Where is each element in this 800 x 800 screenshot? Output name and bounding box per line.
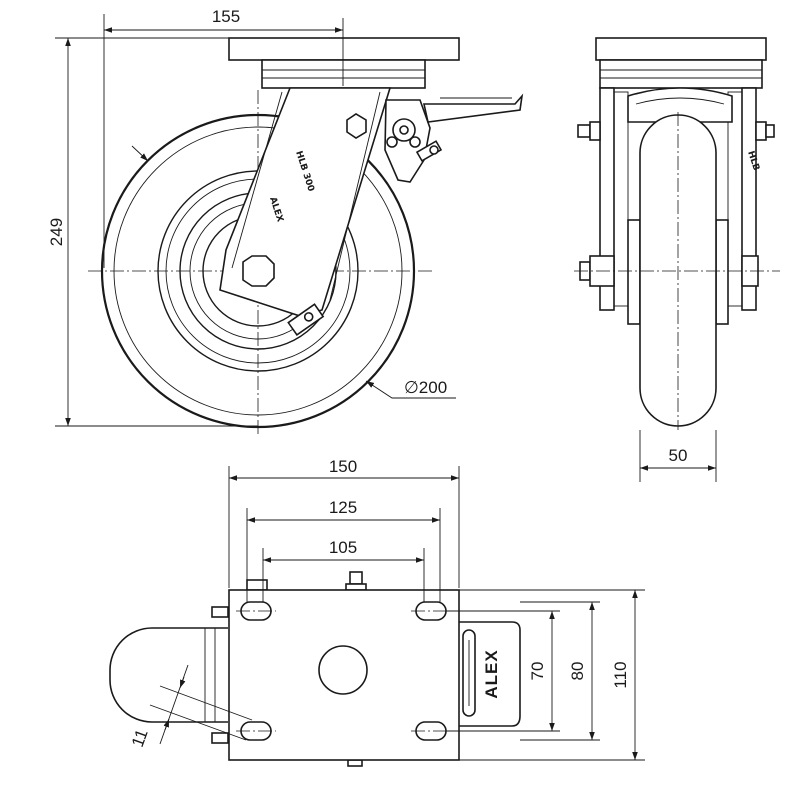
dim-11-label: 11 <box>128 727 152 750</box>
dia-leader <box>365 380 456 399</box>
dim-diameter-label: ∅200 <box>404 378 447 397</box>
dia-leader-top <box>131 145 149 162</box>
dim-155-label: 155 <box>212 7 240 26</box>
side-view: HLB 300 ALEX 155 249 ∅200 <box>47 7 524 436</box>
dim-150-label: 150 <box>329 457 357 476</box>
top-center-hole <box>318 645 368 695</box>
dim-249-label: 249 <box>47 218 66 246</box>
top-wheel <box>109 627 228 723</box>
front-swivel-housing <box>599 59 763 89</box>
dim-105-label: 105 <box>329 538 357 557</box>
axle-nut <box>242 255 275 287</box>
front-brake <box>627 87 733 123</box>
dim-80-label: 80 <box>568 662 587 681</box>
kingpin-nut <box>346 113 367 139</box>
brand-logo: ALEX <box>482 649 501 698</box>
front-bolt-right <box>755 121 767 141</box>
swivel-housing <box>261 59 426 89</box>
dim-70-label: 70 <box>528 662 547 681</box>
dim-125-label: 125 <box>329 498 357 517</box>
front-top-plate <box>595 37 767 61</box>
top-plate <box>228 37 460 61</box>
axle-clip <box>287 303 325 337</box>
front-bolt-left <box>577 124 591 138</box>
dim-110-label: 110 <box>611 661 630 688</box>
top-grease-nipple <box>349 571 363 585</box>
front-view: HLB 50 <box>574 37 780 482</box>
top-view: ALEX 150 125 105 70 <box>109 457 645 767</box>
brake-pedal <box>423 93 524 123</box>
dim-50-label: 50 <box>669 446 688 465</box>
